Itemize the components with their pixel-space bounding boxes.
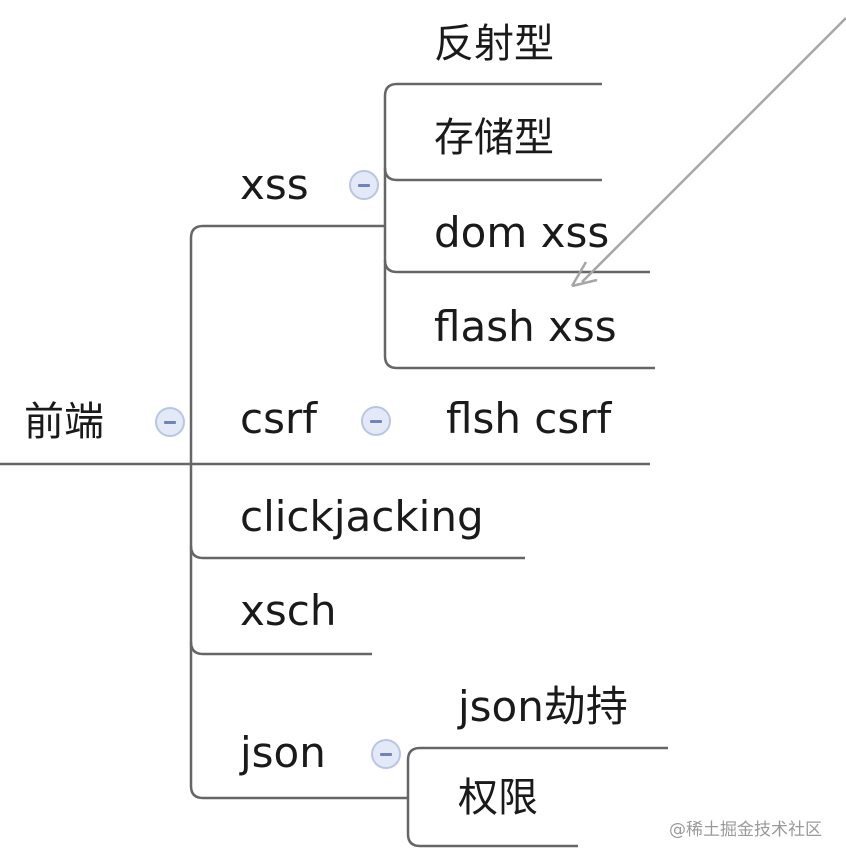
stored-node-label[interactable]: 存储型 [434,115,554,161]
flash-csrf-node-label[interactable]: flsh csrf [446,394,612,443]
json-bracket [406,746,668,798]
reflected-node-label[interactable]: 反射型 [434,21,554,67]
dom-xss-node-label[interactable]: dom xss [434,208,610,257]
dom-underline [383,259,650,274]
trunk-connector-lower [189,464,408,800]
root-collapse-button[interactable] [155,407,185,437]
annotation-arrow [570,17,846,288]
minus-icon [358,184,370,187]
watermark: @稀土掘金技术社区 [669,820,822,840]
csrf-node-label[interactable]: csrf [240,394,318,443]
permission-node-label[interactable]: 权限 [458,775,538,821]
csrf-collapse-button[interactable] [361,406,391,436]
xss-collapse-button[interactable] [349,170,379,200]
minus-icon [380,753,392,756]
json-hijack-node-label[interactable]: json劫持 [458,682,628,731]
minus-icon [370,420,382,423]
xss-node-label[interactable]: xss [240,160,309,209]
json-collapse-button[interactable] [371,739,401,769]
trunk-connector [189,224,385,464]
xss-bracket-lower [383,226,655,370]
xss-bracket [383,82,602,226]
flash-xss-node-label[interactable]: flash xss [434,302,617,351]
json-bracket-lower [406,798,578,848]
root-node-label[interactable]: 前端 [24,399,104,445]
clickjacking-node-label[interactable]: clickjacking [240,492,484,541]
xsch-node-label[interactable]: xsch [240,586,337,635]
stored-underline [383,167,602,182]
minus-icon [164,421,176,424]
xsch-underline [189,641,372,656]
clickjacking-underline [189,545,525,560]
json-node-label[interactable]: json [240,728,326,777]
